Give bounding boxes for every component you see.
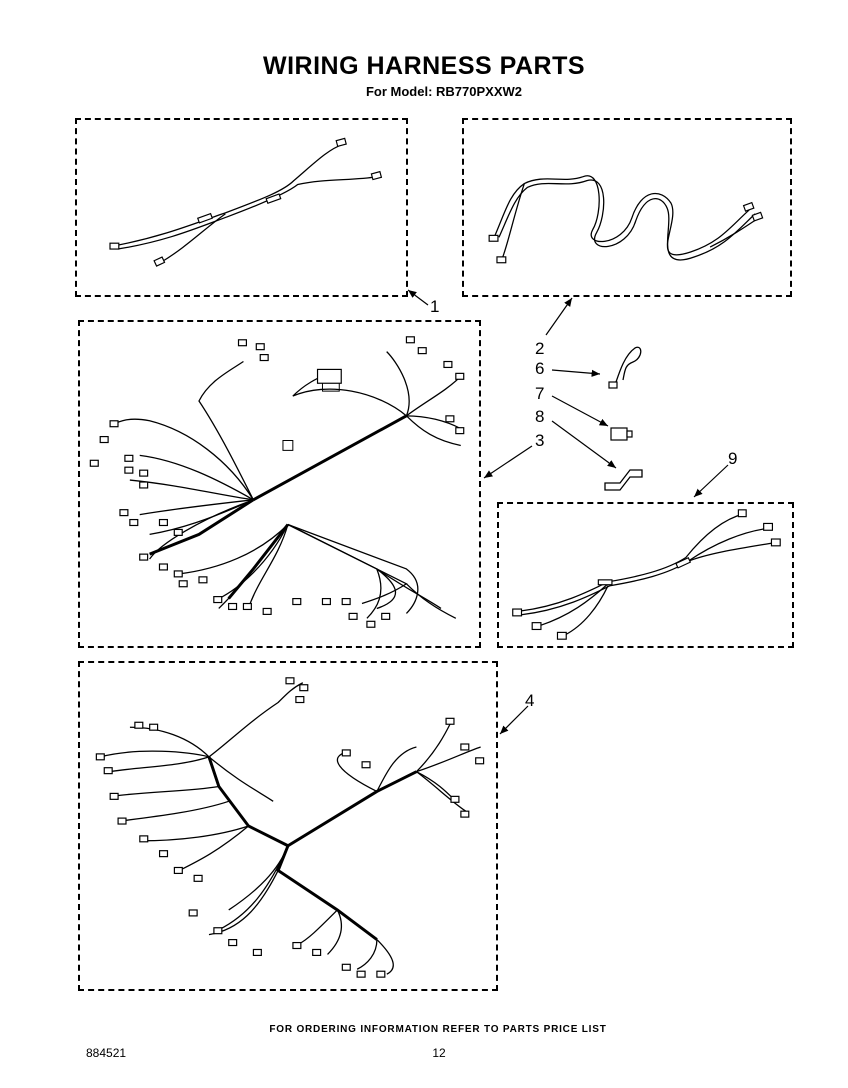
ground-wire-part-6 (608, 346, 642, 389)
page-number: 12 (432, 1046, 446, 1060)
callout-2: 2 (535, 339, 545, 358)
harness-panel-4[interactable] (78, 661, 498, 991)
harness-4-drawing (95, 677, 485, 978)
callout-3: 3 (535, 431, 545, 450)
harness-1-drawing (109, 137, 383, 267)
harness-4-connectors (95, 677, 485, 978)
connector-part-7 (610, 427, 633, 441)
callout-9: 9 (728, 449, 738, 468)
bracket-part-8 (604, 469, 643, 491)
harness-panel-3[interactable] (78, 320, 481, 648)
harness-3-connectors (89, 336, 465, 628)
model-subtitle: For Model: RB770PXXW2 (365, 84, 523, 99)
harness-panel-1[interactable] (75, 118, 408, 297)
callout-6: 6 (535, 359, 545, 378)
callout-8: 8 (535, 407, 545, 426)
ordering-note: FOR ORDERING INFORMATION REFER TO PARTS … (269, 1024, 607, 1035)
callout-7: 7 (535, 384, 545, 403)
harness-2-drawing (488, 175, 764, 264)
page-title: WIRING HARNESS PARTS (262, 52, 586, 80)
callout-4: 4 (525, 691, 535, 710)
harness-panel-2[interactable] (462, 118, 792, 297)
loose-parts-drawing (604, 346, 643, 491)
document-number: 884521 (86, 1046, 127, 1060)
callout-1: 1 (430, 297, 440, 316)
harness-3-drawing (89, 336, 465, 628)
harness-9-drawing (512, 509, 781, 640)
harness-panel-9[interactable] (497, 502, 794, 648)
